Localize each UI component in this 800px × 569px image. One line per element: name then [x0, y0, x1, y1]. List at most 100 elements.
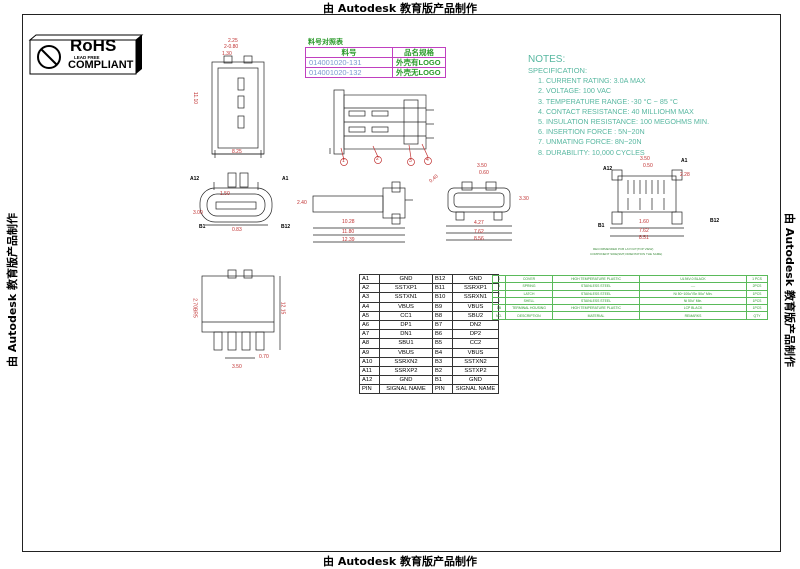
table-cell: QTY [746, 311, 768, 320]
balloon-4: 4 [426, 157, 429, 163]
drawing-frame [22, 14, 781, 552]
table-cell: 2 [492, 289, 506, 298]
note-item: 7. UNMATING FORCE: 8N~20N [538, 137, 642, 147]
table-cell: A7 [359, 329, 380, 340]
table-cell: A9 [359, 347, 380, 358]
dim-side-b: 11.80 [342, 229, 355, 235]
note-item: 8. DURABILITY: 10,000 CYCLES [538, 147, 645, 157]
dim-front-top2: 2-0.80 [224, 44, 239, 50]
dim-pcb-e: 8.51 [639, 235, 649, 241]
table-cell: A6 [359, 319, 380, 331]
table-cell: 1PCS [746, 289, 768, 298]
table-cell: A1 [359, 273, 380, 285]
table-cell: DN1 [379, 329, 433, 340]
note-item: 6. INSERTION FORCE : 5N~20N [538, 127, 645, 137]
table-cell: GND [452, 375, 499, 386]
table-cell: B1 [432, 375, 453, 386]
dim-end-w3: 4.27 [474, 220, 484, 226]
notes-block: NOTES: SPECIFICATION: 1. CURRENT RATING:… [528, 53, 709, 158]
table-cell: HIGH TEMPERATURE PLASTIC [552, 304, 640, 313]
table-cell: LCP BLACK [639, 304, 747, 313]
table-cell: SSRXP2 [379, 365, 433, 377]
table-cell: 1 [492, 296, 506, 306]
dim-bottom-h2: 12.15 [279, 301, 286, 315]
table-cell: DESCRIPTION [505, 311, 553, 320]
pcb-note-2: COMPONENT SIDE(SMT,ORIENTATION THE SAME) [590, 252, 663, 256]
note-item: 1. CURRENT RATING: 3.0A MAX [538, 76, 646, 86]
table-cell: GND [379, 375, 433, 386]
table-cell: A10 [359, 356, 380, 367]
table-cell: GND [379, 273, 433, 285]
table-cell: DP1 [379, 319, 433, 331]
table-cell: Ni 50~100u"/Sn 50u" Min. [639, 289, 747, 298]
dim-conn-a: 1.50 [220, 191, 230, 197]
table-cell: SBU1 [379, 338, 433, 349]
table-cell: CC1 [379, 310, 433, 321]
pcb-note-1: RECOMMENDED PCB LAYOUT(TOP VIEW) [593, 247, 654, 251]
table-cell: SSTXP1 [379, 283, 433, 294]
dim-end-w2: 0.60 [479, 170, 489, 176]
dim-end-h: 3.30 [519, 196, 529, 202]
table-cell: A2 [359, 283, 380, 294]
table-cell: STAINLESS STEEL [552, 296, 640, 306]
dim-pcb-c: 1.60 [639, 219, 649, 225]
end-view [446, 181, 512, 241]
table-cell: Ni 50u" Min. [639, 296, 747, 306]
note-item: 3. TEMPERATURE RANGE: -30 °C ~ 85 °C [538, 96, 678, 106]
label-a1-pcb: A1 [681, 158, 688, 164]
dim-pcb-d: 7.62 [639, 228, 649, 234]
dim-front-width: 8.25 [232, 149, 242, 155]
table-cell: 4 [492, 274, 506, 284]
pcb-layout [610, 169, 684, 237]
dim-conn-h1: 3.00 [193, 210, 203, 216]
dim-front-top1: 2.25 [228, 38, 238, 44]
rohs-logo: RoHS LEAD FREE COMPLIANT [28, 34, 144, 75]
label-b1-pcb: B1 [598, 223, 605, 229]
table-cell: COVER [505, 274, 553, 284]
table-cell: SHELL [505, 296, 553, 306]
label-b12: B12 [281, 224, 291, 230]
table-cell: B4 [432, 347, 453, 358]
rohs-title: RoHS [70, 36, 117, 55]
table-cell: SSTXN2 [452, 356, 499, 367]
balloon-2: 2 [376, 156, 379, 162]
table-cell: ---- [639, 282, 747, 291]
dim-pcb-f: 2.28 [680, 172, 690, 178]
table-cell: SSTXN1 [379, 292, 433, 303]
table-cell: B6 [432, 329, 453, 340]
table-cell: B2 [432, 365, 453, 377]
table-cell: 1B [492, 304, 506, 313]
table-cell: PIN [432, 384, 453, 395]
table-cell: STAINLESS STEEL [552, 282, 640, 291]
bottom-view [201, 269, 281, 359]
table-cell: B10 [432, 292, 453, 303]
table-cell: 1PCS [746, 304, 768, 313]
dim-bottom-w2: 0.70 [259, 354, 269, 360]
table-cell: B5 [432, 338, 453, 349]
table-cell: A4 [359, 301, 380, 312]
rohs-lead-free: LEAD FREE [74, 55, 100, 60]
dim-end-w4: 7.62 [474, 229, 484, 235]
table-cell: A5 [359, 310, 380, 321]
connector-face [199, 172, 273, 226]
label-a1: A1 [282, 176, 289, 182]
table-cell: HIGH TEMPERATURE PLASTIC [552, 274, 640, 284]
part-table-title: 料号对照表 [308, 39, 343, 46]
notes-title: NOTES: [528, 54, 566, 65]
